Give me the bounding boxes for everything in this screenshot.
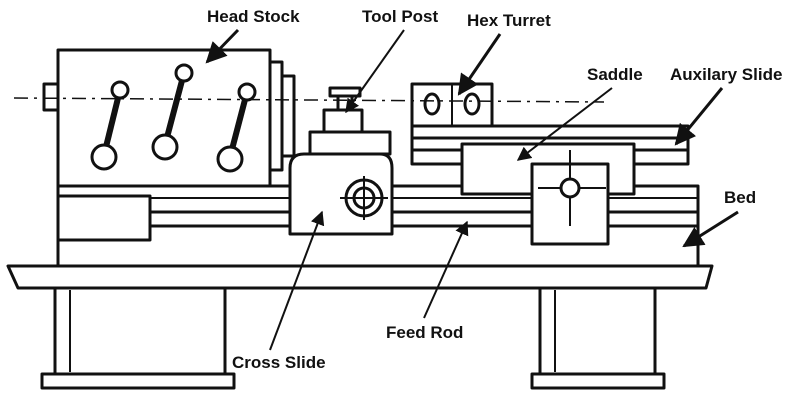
hex-turret xyxy=(410,82,494,128)
right-leg xyxy=(530,283,666,390)
arrow-bed xyxy=(682,210,739,248)
lever-2 xyxy=(151,63,194,161)
label-bed: Bed xyxy=(724,188,756,207)
arrow-cross-slide xyxy=(269,210,325,351)
chip-tray xyxy=(6,264,714,290)
label-saddle: Saddle xyxy=(587,65,643,84)
arrow-tool-post xyxy=(345,29,405,114)
feed-rod xyxy=(148,210,700,228)
arrow-feed-rod xyxy=(423,220,469,319)
label-head-stock: Head Stock xyxy=(207,7,300,26)
head-stock xyxy=(42,48,296,188)
arrow-auxilary-slide xyxy=(674,87,724,146)
label-cross-slide: Cross Slide xyxy=(232,353,326,372)
label-auxilary-slide: Auxilary Slide xyxy=(670,65,782,84)
carriage-block xyxy=(530,150,610,246)
tool-post xyxy=(308,86,392,156)
spindle-centre-line xyxy=(13,97,605,103)
arrow-hex-turret xyxy=(457,33,502,96)
label-feed-rod: Feed Rod xyxy=(386,323,463,342)
leader-arrows xyxy=(205,28,739,351)
label-tool-post: Tool Post xyxy=(362,7,439,26)
cross-slide xyxy=(288,152,394,236)
arrow-saddle xyxy=(516,87,613,161)
label-hex-turret: Hex Turret xyxy=(467,11,551,30)
lever-3 xyxy=(216,82,257,173)
left-leg xyxy=(40,283,236,390)
arrow-head-stock xyxy=(205,28,240,64)
lever-1 xyxy=(90,80,130,171)
